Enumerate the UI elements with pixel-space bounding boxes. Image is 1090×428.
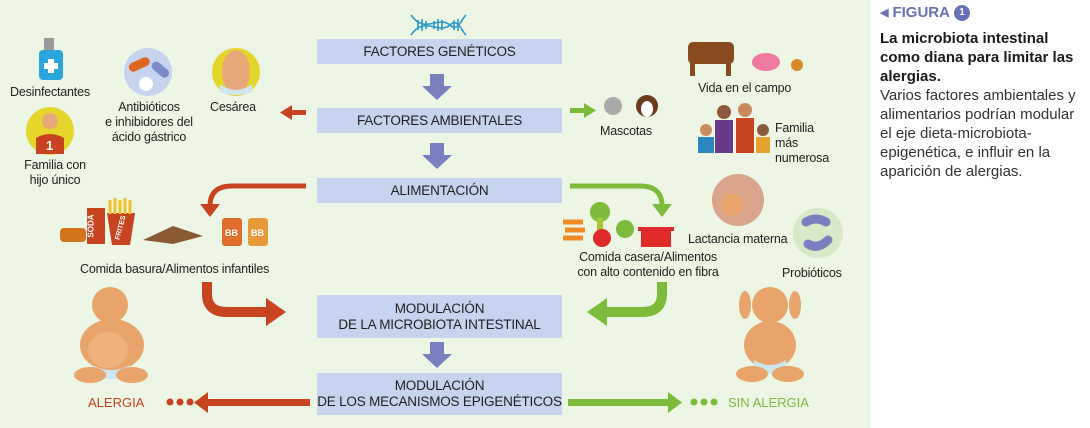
allergic-baby-icon [74, 287, 148, 383]
junk-food-label: Comida basura/Alimentos infantiles [80, 262, 270, 276]
box-label: MODULACIÓN [394, 300, 485, 316]
line: más [775, 136, 799, 150]
only-child-icon: 1 [26, 107, 74, 155]
line: Familia con [24, 158, 86, 172]
box-label: DE LA MICROBIOTA INTESTINAL [338, 316, 541, 332]
triangle-left-icon: ◀ [880, 7, 889, 19]
box-label: ALIMENTACIÓN [390, 182, 489, 198]
homemade-food-icon [563, 202, 674, 247]
line: Comida casera/Alimentos [579, 250, 717, 264]
healthy-baby-icon [736, 287, 804, 382]
figure-label: FIGURA [892, 4, 950, 21]
red-arrow-environment [280, 105, 306, 120]
green-arrow-to-microbiota-head [587, 298, 607, 326]
green-arrow-food-head [652, 204, 672, 217]
pets-icon [604, 95, 658, 117]
farm-label: Vida en el campo [698, 81, 792, 95]
box-label: MODULACIÓN [394, 378, 485, 393]
red-dots [166, 398, 194, 406]
red-arrow-food [207, 183, 306, 208]
line: e inhibidores del [105, 115, 193, 129]
svg-text:1: 1 [46, 138, 53, 153]
line: Antibióticos [118, 100, 180, 114]
cesarean-label: Cesárea [210, 100, 256, 114]
breastfeeding-label: Lactancia materna [688, 232, 788, 246]
figure-number-badge: 1 [953, 4, 970, 21]
probiotics-label: Probióticos [782, 266, 842, 280]
line: con alto contenido en fibra [577, 265, 719, 279]
dna-icon [410, 14, 467, 36]
down-arrow-2 [422, 143, 452, 169]
pets-label: Mascotas [600, 124, 652, 138]
red-arrow-allergy [194, 392, 310, 413]
green-dots [690, 398, 718, 406]
disinfectant-icon [39, 38, 63, 80]
red-arrow-to-microbiota [202, 282, 269, 317]
box-label: DE LOS MECANISMOS EPIGENÉTICOS [317, 394, 562, 409]
caption-title: La microbiota intestinal como diana para… [880, 30, 1074, 85]
genetic-factors-box: FACTORES GENÉTICOS [317, 39, 562, 64]
down-arrow-1 [422, 74, 452, 100]
caption-description: Varios factores ambientales y alimentari… [880, 87, 1076, 180]
red-arrow-food-head [200, 204, 220, 217]
box-label: FACTORES GENÉTICOS [363, 43, 516, 59]
diagram: 1 SODA FRITES BB BB FACTORES GENÉTICOS F… [0, 0, 870, 428]
nutrition-box: ALIMENTACIÓN [317, 178, 562, 203]
line: ácido gástrico [111, 130, 187, 144]
red-arrow-to-microbiota-head [266, 298, 286, 326]
green-arrow-food [570, 183, 665, 208]
breastfeeding-icon [712, 174, 764, 226]
green-arrow-no-allergy [568, 392, 682, 413]
line: Familia [775, 121, 814, 135]
down-arrow-3 [422, 342, 452, 368]
line: numerosa [775, 151, 829, 165]
soda-can-label: SODA [86, 214, 96, 238]
green-arrow-environment [570, 103, 596, 118]
baby-jar-label: BB [251, 228, 264, 238]
arrows-layer: 1 [26, 14, 843, 413]
disinfectants-label: Desinfectantes [10, 85, 90, 99]
baby-jar-label: BB [225, 228, 238, 238]
environmental-factors-box: FACTORES AMBIENTALES [317, 108, 562, 133]
pills-icon [124, 48, 172, 96]
farm-animals-icon [688, 42, 803, 76]
green-arrow-to-microbiota [604, 282, 667, 317]
line: hijo único [29, 173, 81, 187]
box-label: FACTORES AMBIENTALES [356, 112, 523, 128]
no-allergy-outcome: SIN ALERGIA [728, 395, 809, 410]
cesarean-icon [212, 48, 260, 96]
allergy-outcome: ALERGIA [88, 395, 145, 410]
junk-food-icon [60, 198, 268, 246]
probiotics-icon [793, 208, 843, 258]
large-family-icon [698, 103, 770, 153]
